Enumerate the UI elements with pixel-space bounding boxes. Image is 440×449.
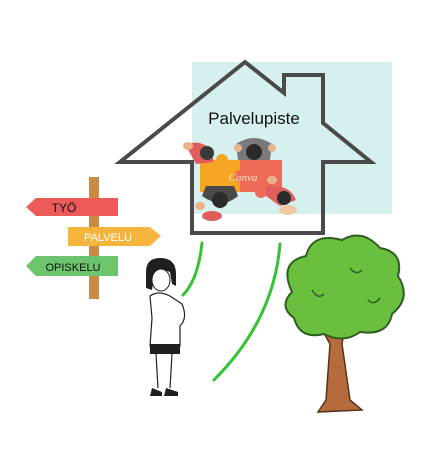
path-line-left: [181, 241, 204, 297]
woman-hair: [146, 258, 176, 290]
house-title: Palvelupiste: [208, 109, 300, 128]
woman-skirt: [150, 344, 180, 354]
sign-palvelu-label: PALVELU: [84, 232, 132, 244]
woman-figure: [146, 258, 186, 396]
person-bottom-left: [195, 186, 238, 221]
woman-body: [149, 292, 186, 347]
house-outline: [114, 59, 377, 235]
person-top-right: [234, 138, 276, 160]
person-top-left: [183, 142, 214, 164]
tree: [284, 234, 405, 413]
sign-opiskelu-label: OPISKELU: [45, 262, 100, 274]
sign-tyo-label: TYÖ: [52, 201, 77, 215]
sign-palvelu: PALVELU: [68, 227, 161, 246]
sign-tyo: TYÖ: [26, 198, 118, 216]
person-bottom-right: [266, 176, 297, 215]
sign-opiskelu: OPISKELU: [26, 256, 118, 276]
tree-canopy: [284, 234, 405, 340]
puzzle-people-illustration: Canva: [183, 138, 297, 221]
path-line-right: [212, 242, 282, 382]
signpost: TYÖ PALVELU OPISKELU: [26, 177, 161, 299]
watermark-text: Canva: [229, 172, 258, 184]
